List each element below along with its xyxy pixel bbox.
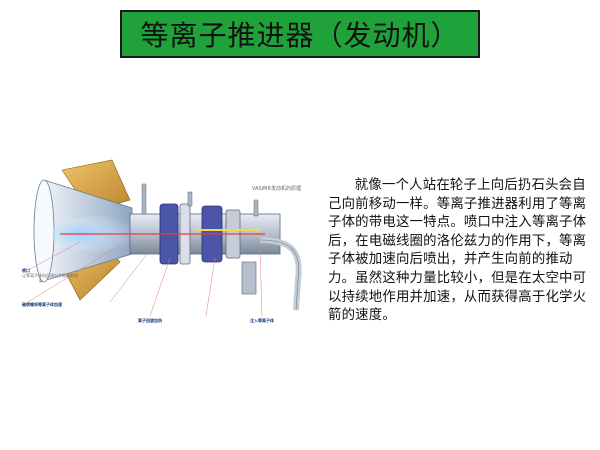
callout-6-heading: 注入等离子体 <box>250 318 274 323</box>
callout-6: 注入等离子体 <box>250 318 274 323</box>
callout-4: 离子回旋加热 <box>138 318 162 323</box>
callout-2: 磁喷嘴将等离子体加速 <box>22 302 62 307</box>
diagram-caption: VASIMR发动机的原理 <box>252 186 301 192</box>
thruster-illustration <box>27 159 302 317</box>
callout-2-heading: 磁喷嘴将等离子体加速 <box>22 302 62 307</box>
callout-1: 喷口 让等离子体向后流出并推动前进 <box>22 268 78 278</box>
callout-1-heading: 喷口 <box>22 268 30 273</box>
callout-1-text: 让等离子体向后流出并推动前进 <box>22 273 78 278</box>
plasma-thruster-diagram: VASIMR发动机的原理 喷口 让等离子体向后流出并推动前进 磁喷嘴将等离子体加… <box>20 150 320 350</box>
slide-body-text: 就像一个人站在轮子上向后扔石头会自己向前移动一样。等离子推进器利用了等离子体的带… <box>328 178 587 324</box>
slide-title-box: 等离子推进器（发动机） <box>120 10 480 58</box>
slide-title: 等离子推进器（发动机） <box>140 19 460 52</box>
callout-4-heading: 离子回旋加热 <box>138 318 162 323</box>
